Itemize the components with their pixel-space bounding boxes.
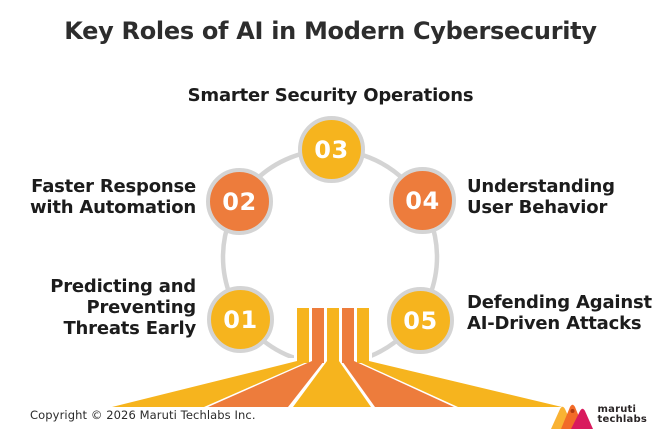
node-circle-05: 05: [387, 287, 454, 354]
node-number: 04: [405, 186, 440, 215]
node-03-label: Smarter Security Operations: [0, 85, 661, 106]
road-stripe: [357, 308, 369, 363]
road-wedge: [112, 361, 309, 407]
copyright-text: Copyright © 2026 Maruti Techlabs Inc.: [30, 408, 256, 422]
label-line: Preventing: [86, 297, 196, 318]
node-circle-02: 02: [206, 168, 273, 235]
label-line: Defending Against: [467, 292, 652, 313]
road-graphic: [106, 308, 566, 407]
page-title: Key Roles of AI in Modern Cybersecurity: [64, 17, 597, 45]
logo-word-line: maruti: [597, 403, 637, 415]
road-stripe: [342, 308, 354, 363]
node-number: 03: [314, 135, 349, 164]
logo-mark-icon: [550, 404, 593, 429]
road-wedge: [342, 361, 454, 407]
road-wedge: [293, 361, 371, 407]
node-number: 02: [222, 187, 257, 216]
node-circle-04: 04: [389, 167, 456, 234]
node-05-label: Defending Against AI-Driven Attacks: [467, 292, 652, 334]
road-wedge: [208, 361, 324, 407]
road-stripe: [312, 308, 324, 363]
label-line: Understanding: [467, 176, 615, 197]
node-number: 01: [223, 305, 258, 334]
node-circle-03: 03: [298, 116, 365, 183]
road-wedge: [357, 361, 562, 407]
maruti-techlabs-logo: maruti techlabs: [550, 400, 648, 430]
node-04-label: Understanding User Behavior: [467, 176, 615, 218]
label-line: Smarter Security Operations: [187, 85, 474, 106]
node-circle-01: 01: [207, 286, 274, 353]
road-stripe: [297, 308, 309, 363]
road-stripe: [327, 308, 339, 363]
label-line: AI-Driven Attacks: [467, 313, 642, 334]
label-line: with Automation: [29, 197, 196, 218]
label-line: Predicting and: [50, 276, 196, 297]
logo-wordmark: maruti techlabs: [597, 403, 648, 426]
label-line: User Behavior: [467, 197, 608, 218]
label-line: Threats Early: [63, 318, 196, 339]
node-02-label: Faster Response with Automation: [30, 176, 196, 218]
logo-word-line: techlabs: [597, 414, 647, 425]
node-number: 05: [403, 306, 438, 335]
label-line: Faster Response: [31, 176, 196, 197]
node-01-label: Predicting and Preventing Threats Early: [50, 276, 196, 339]
